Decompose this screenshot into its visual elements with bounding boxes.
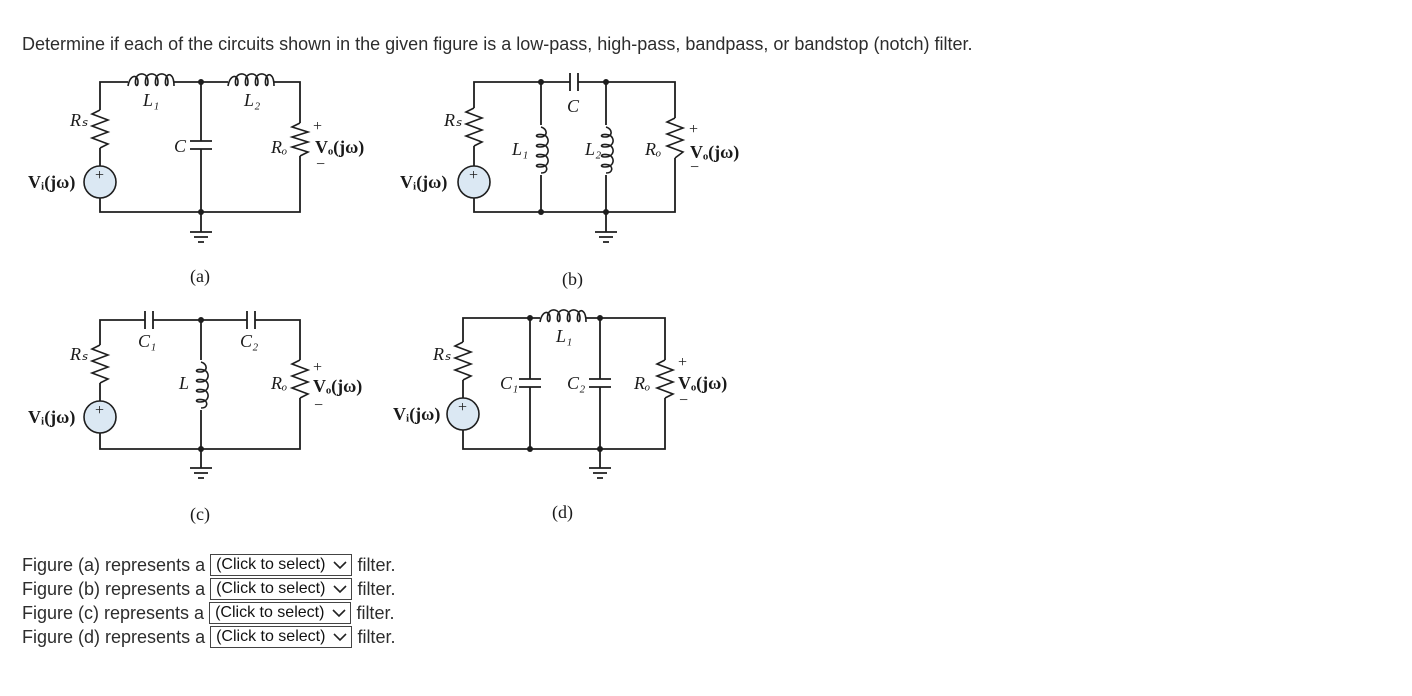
label-a-Rs: Rₛ [69,110,88,130]
label-c-Rs: Rₛ [69,344,88,364]
label-d-C1: C₁ [500,373,518,393]
answer-prefix: Figure (b) represents a [22,578,206,599]
circuit-d [446,309,676,479]
inductor-icon [539,309,587,323]
resistor-icon [463,107,485,147]
label-a-L2: L₂ [243,90,260,110]
resistor-icon [89,344,111,384]
caption-a: (a) [190,266,210,287]
label-b-Rs: Rₛ [443,110,462,130]
inductor-icon [227,73,275,87]
minus-c-out: − [314,397,323,414]
resistor-icon [664,117,686,159]
answer-prefix: Figure (c) represents a [22,602,205,623]
inductor-icon [195,361,209,409]
answer-row-c: Figure (c) represents a (Click to select… [22,601,395,625]
filter-select-b[interactable]: (Click to select) [210,578,353,600]
answer-row-b: Figure (b) represents a (Click to select… [22,577,395,601]
label-c-Ro: Rₒ [270,373,287,393]
caption-d: (d) [552,502,573,523]
minus-d-out: − [679,392,688,409]
resistor-icon [654,359,676,399]
filter-select-d[interactable]: (Click to select) [210,626,353,648]
plus-a-out: + [313,118,322,135]
chevron-down-icon [333,633,348,642]
inductor-icon [600,126,614,174]
circuit-c [83,311,311,479]
label-b-Vi: Vᵢ(jω) [400,172,447,193]
answer-suffix: filter. [356,602,395,623]
minus-a-out: − [316,156,325,173]
label-a-C: C [174,136,187,156]
answer-prefix: Figure (d) represents a [22,626,206,647]
resistor-icon [289,122,311,157]
answer-suffix: filter. [357,626,396,647]
label-c-L: L [178,373,189,393]
resistor-icon [452,341,474,381]
answer-suffix: filter. [357,578,396,599]
plus-a-src: + [95,167,104,184]
caption-c: (c) [190,504,210,525]
question-text: Determine if each of the circuits shown … [22,34,973,54]
plus-b-src: + [469,167,478,184]
label-b-L2: L₂ [584,139,601,159]
label-c-Vi: Vᵢ(jω) [28,407,75,428]
select-value: (Click to select) [215,604,325,621]
select-value: (Click to select) [216,580,326,597]
plus-d-out: + [678,354,687,371]
label-a-Vo: Vₒ(jω) [315,137,364,158]
resistor-icon [89,109,111,149]
select-value: (Click to select) [216,556,326,573]
resistor-icon [289,359,311,399]
caption-b: (b) [562,269,583,290]
inductor-icon [127,73,175,87]
label-b-L1: L₁ [511,139,528,159]
label-c-C2: C₂ [240,331,258,351]
plus-c-src: + [95,402,104,419]
filter-select-a[interactable]: (Click to select) [210,554,353,576]
circuit-b [457,73,686,243]
plus-c-out: + [313,359,322,376]
plus-d-src: + [458,399,467,416]
answer-prefix: Figure (a) represents a [22,554,206,575]
chevron-down-icon [332,609,347,618]
inductor-icon [535,126,549,174]
answer-row-a: Figure (a) represents a (Click to select… [22,553,395,577]
label-b-Ro: Rₒ [644,139,661,159]
plus-b-out: + [689,121,698,138]
select-value: (Click to select) [216,628,326,645]
label-c-C1: C₁ [138,331,156,351]
chevron-down-icon [333,585,348,594]
label-d-Vo: Vₒ(jω) [678,373,727,394]
label-d-C2: C₂ [567,373,585,393]
filter-select-c[interactable]: (Click to select) [209,602,352,624]
label-d-Ro: Rₒ [633,373,650,393]
minus-b-out: − [690,159,699,176]
circuit-a [83,73,311,243]
label-b-C: C [567,96,580,116]
label-a-L1: L₁ [142,90,159,110]
label-a-Ro: Rₒ [270,137,287,157]
label-d-Rs: Rₛ [432,344,451,364]
answer-suffix: filter. [357,554,396,575]
label-c-Vo: Vₒ(jω) [313,376,362,397]
answer-list: Figure (a) represents a (Click to select… [22,553,395,649]
answer-row-d: Figure (d) represents a (Click to select… [22,625,395,649]
label-a-Vi: Vᵢ(jω) [28,172,75,193]
label-b-Vo: Vₒ(jω) [690,142,739,163]
label-d-L1: L₁ [555,326,572,346]
label-d-Vi: Vᵢ(jω) [393,404,440,425]
chevron-down-icon [333,561,348,570]
